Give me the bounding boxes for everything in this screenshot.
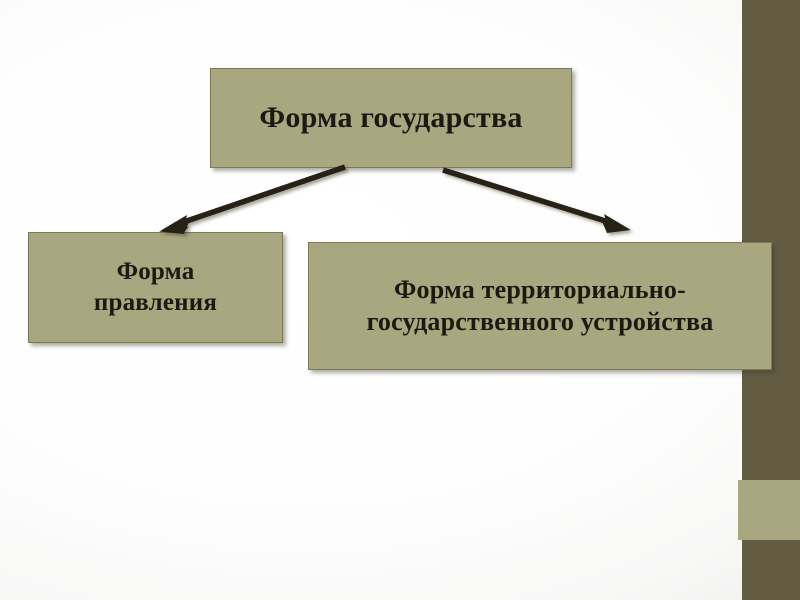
right-edge-accent-block: [738, 480, 800, 540]
node-form-of-government[interactable]: Форма правления: [28, 232, 283, 343]
node-form-of-territorial-state-structure[interactable]: Форма территориально- государственного у…: [308, 242, 772, 370]
arrow-root-to-government-form: [159, 164, 346, 234]
node-root-form-of-state[interactable]: Форма государства: [210, 68, 572, 168]
arrow-root-to-territorial-form: [442, 167, 631, 233]
node-root-label: Форма государства: [259, 100, 523, 134]
node-form-of-territorial-state-structure-label: Форма территориально- государственного у…: [366, 275, 714, 336]
node-form-of-government-label: Форма правления: [93, 258, 218, 316]
